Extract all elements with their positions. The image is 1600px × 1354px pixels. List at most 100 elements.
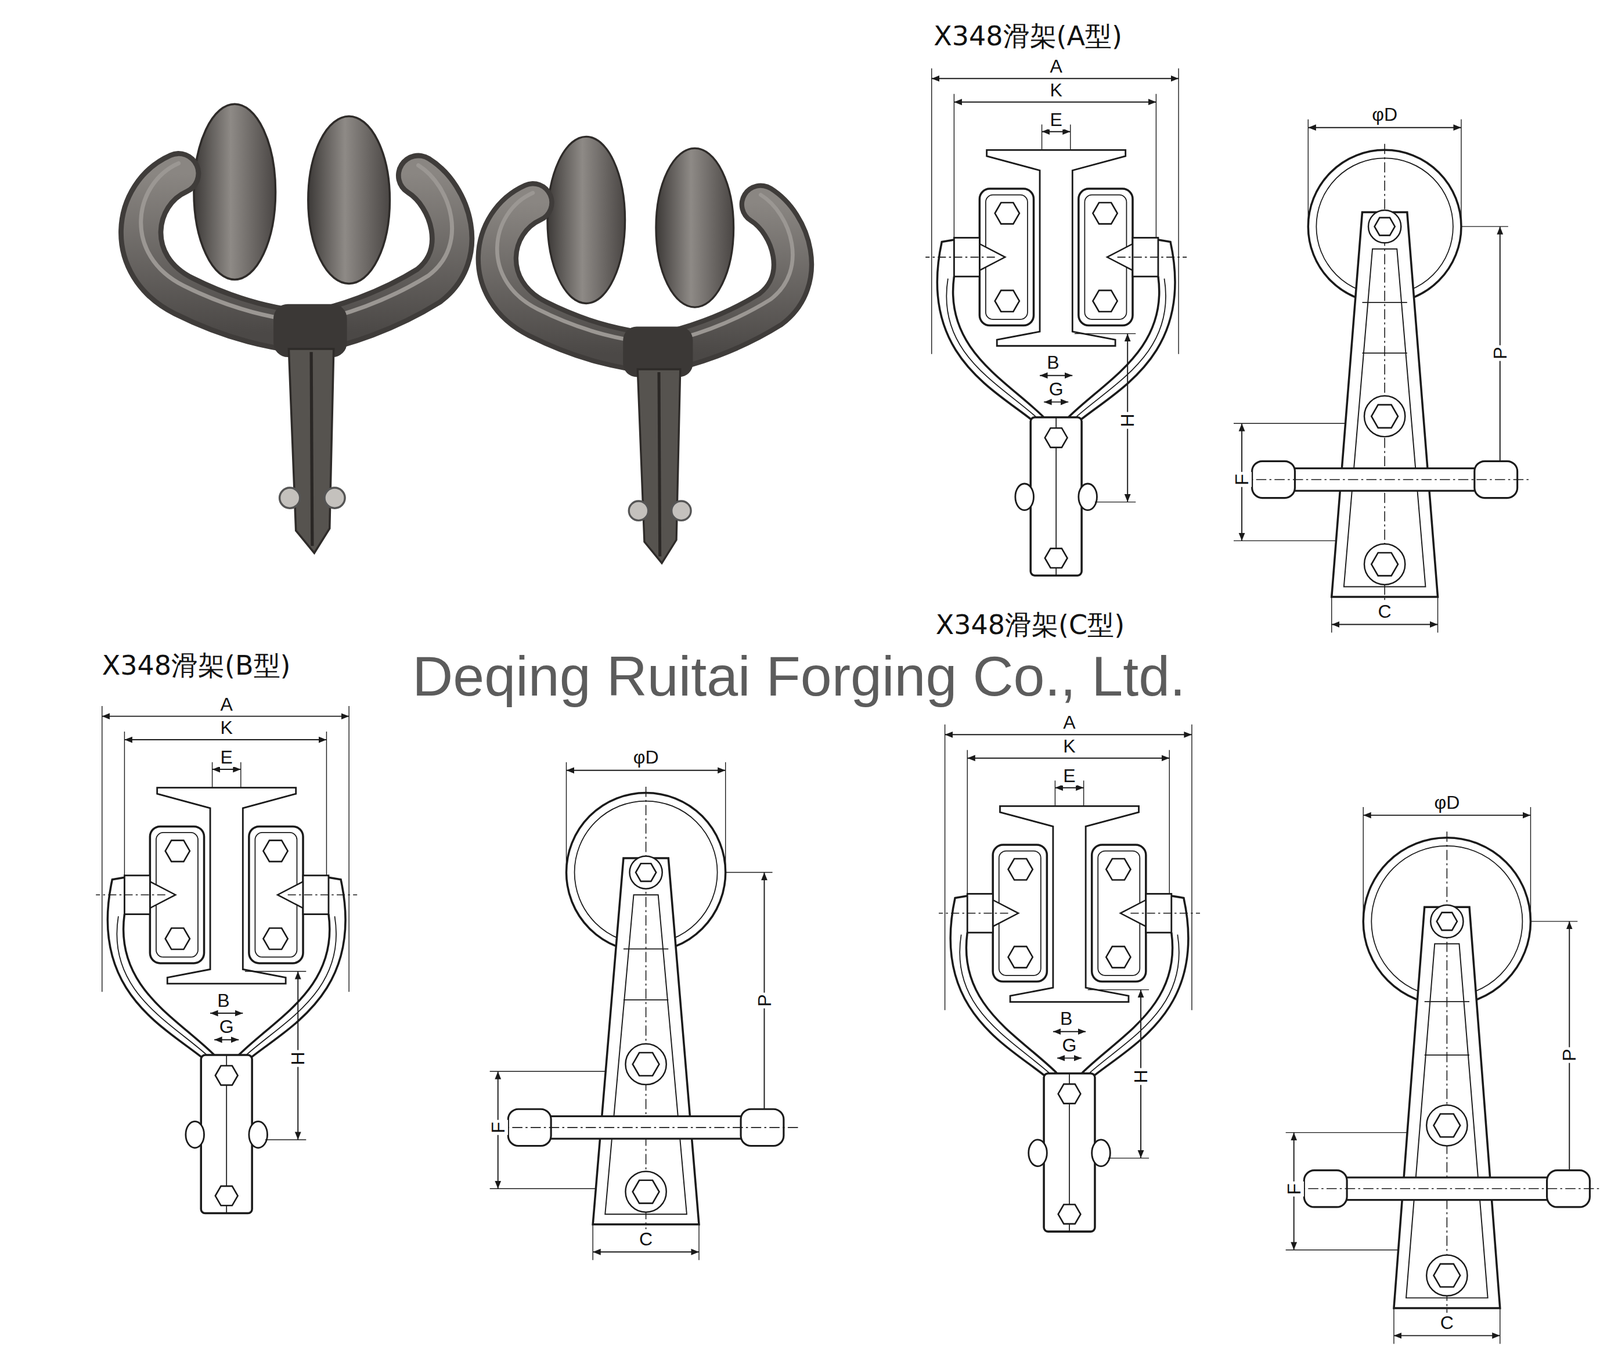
dimension-label: A — [218, 694, 235, 715]
dimension-label: B — [1044, 352, 1061, 373]
dimension-line — [1053, 1031, 1086, 1033]
photo-bolt — [324, 487, 345, 508]
pin-boss — [249, 1121, 268, 1148]
axle-boss — [1368, 210, 1401, 243]
extension-line — [1191, 724, 1192, 1011]
dimension-label: A — [1061, 712, 1077, 733]
dimension-label: P — [1490, 344, 1511, 361]
hex-nut — [1008, 858, 1033, 881]
hex-nut — [1092, 202, 1117, 225]
dimension-line — [1331, 624, 1439, 626]
extension-line — [725, 762, 726, 873]
dimension-label: B — [1058, 1008, 1075, 1029]
rib-mark — [1361, 301, 1407, 304]
rib-mark — [1361, 352, 1407, 354]
extension-line — [348, 705, 349, 992]
hex-nut — [165, 927, 190, 950]
rib-mark — [623, 999, 669, 1001]
center-line — [287, 894, 358, 896]
center-line — [938, 912, 1009, 914]
photo-bolt — [628, 501, 648, 521]
bolt-boss — [625, 1043, 666, 1085]
center-line — [1446, 831, 1448, 1317]
watermark: Deqing Ruitai Forging Co., Ltd. — [412, 647, 1186, 704]
hex-nut — [995, 290, 1020, 312]
extension-line — [1233, 423, 1354, 424]
dimension-label: C — [1376, 601, 1394, 622]
bracket-edge — [1086, 934, 1180, 1076]
dimension-line — [953, 101, 1156, 103]
photo-highlight — [496, 192, 793, 344]
photo-bolt — [279, 487, 301, 508]
photo-wheel — [656, 148, 734, 308]
center-line — [95, 894, 166, 896]
hex-nut — [1374, 217, 1396, 236]
extension-line — [1437, 596, 1439, 633]
dimension-label: φD — [1370, 104, 1400, 125]
axle-boss — [629, 855, 662, 889]
dimension-label: H — [1130, 1068, 1151, 1086]
bracket-edge — [946, 278, 1039, 420]
dimension-line — [1393, 1334, 1501, 1336]
dimension-label: P — [754, 992, 775, 1008]
dimension-line — [931, 77, 1179, 79]
hex-nut — [1433, 1113, 1461, 1137]
dimension-label: E — [218, 747, 235, 767]
view-title: X348滑架(B型) — [102, 651, 291, 679]
extension-line — [1094, 501, 1136, 503]
dimension-label: φD — [631, 747, 661, 767]
photo-clevis-plate — [637, 369, 680, 564]
extension-line — [1177, 68, 1179, 355]
side-view — [1285, 806, 1600, 1344]
pin-boss — [185, 1121, 205, 1148]
hex-nut — [1058, 1204, 1081, 1224]
center-line — [1289, 1188, 1600, 1190]
dimension-label: C — [637, 1229, 655, 1249]
extension-line — [1285, 1249, 1417, 1250]
bracket-outline — [1081, 932, 1173, 1074]
clevis — [200, 1054, 252, 1213]
photo-wheel — [193, 103, 276, 280]
bracket-outline — [953, 276, 1045, 418]
extension-line — [1331, 596, 1332, 633]
rib-mark — [1424, 1054, 1470, 1056]
front-view — [925, 68, 1187, 576]
front-view — [938, 724, 1200, 1232]
pin-boss — [1092, 1139, 1111, 1167]
dimension-label: C — [1438, 1312, 1456, 1333]
trolley-photo — [496, 136, 793, 564]
bracket-outline — [1068, 276, 1160, 418]
hex-nut — [165, 840, 190, 862]
dimension-label: F — [1231, 471, 1252, 488]
bracket-outline — [238, 914, 330, 1056]
dimension-label: φD — [1432, 792, 1462, 813]
arm — [592, 858, 699, 1225]
hex-nut — [1105, 858, 1131, 881]
bracket-outline — [966, 932, 1058, 1074]
bolt-boss — [1364, 543, 1405, 585]
bracket-edge — [116, 916, 209, 1058]
bracket-outline — [123, 914, 215, 1056]
extension-line — [953, 94, 955, 248]
dimension-line — [1043, 401, 1069, 403]
hex-nut — [995, 202, 1020, 225]
rib-mark — [623, 948, 669, 950]
dimension-line — [566, 769, 726, 771]
hex-nut — [632, 1052, 660, 1076]
dimension-line — [1054, 787, 1084, 789]
bolt-boss — [1426, 1104, 1468, 1146]
photo-clevis-gap — [658, 372, 661, 557]
dimension-label: E — [1048, 109, 1065, 130]
extension-line — [1074, 333, 1136, 334]
hex-nut — [635, 863, 657, 882]
extension-line — [1108, 1157, 1149, 1159]
hex-nut — [1371, 404, 1398, 428]
extension-line — [1087, 989, 1149, 990]
photo-bolt — [671, 501, 691, 521]
dimension-line — [1363, 814, 1531, 816]
clevis — [1030, 417, 1082, 576]
dimension-label: H — [287, 1049, 308, 1067]
hex-nut — [262, 840, 288, 862]
dimension-label: B — [215, 990, 232, 1011]
hex-nut — [1044, 548, 1068, 568]
